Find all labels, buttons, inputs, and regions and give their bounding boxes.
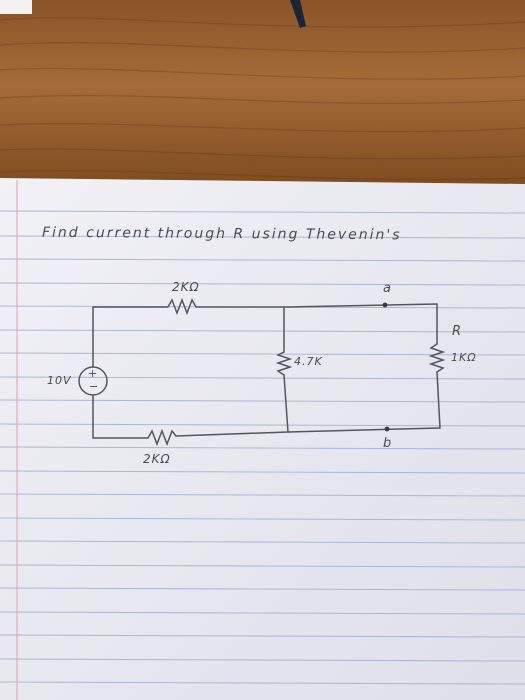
problem-instruction: Find current through R using Thevenin's bbox=[41, 224, 402, 244]
load-resistor-zigzag bbox=[428, 343, 446, 373]
wood-grain bbox=[0, 17, 525, 181]
pen bbox=[290, 0, 306, 28]
middle-resistor-label: 4.7K bbox=[294, 355, 323, 368]
circuit-wires bbox=[92, 303, 441, 439]
source-minus-sign: − bbox=[89, 380, 100, 393]
node-a-label: a bbox=[383, 281, 392, 296]
node-b-dot bbox=[384, 426, 390, 432]
load-resistor-name: R bbox=[452, 324, 463, 339]
paper-sheet bbox=[0, 178, 525, 700]
bottom-resistor-label: 2KΩ bbox=[143, 452, 171, 466]
bottom-resistor-zigzag bbox=[147, 428, 177, 447]
wood-table bbox=[0, 0, 525, 190]
node-b-label: b bbox=[383, 436, 393, 451]
top-resistor-label: 2KΩ bbox=[172, 280, 200, 294]
load-resistor-value: 1KΩ bbox=[451, 351, 477, 364]
ruled-lines bbox=[0, 210, 525, 685]
node-a-dot bbox=[382, 302, 388, 308]
voltage-source bbox=[78, 366, 108, 396]
top-resistor-zigzag bbox=[167, 297, 197, 316]
source-voltage-label: 10V bbox=[47, 374, 72, 387]
source-plus-sign: + bbox=[88, 367, 99, 380]
middle-resistor-zigzag bbox=[275, 351, 293, 376]
white-object bbox=[0, 0, 32, 14]
